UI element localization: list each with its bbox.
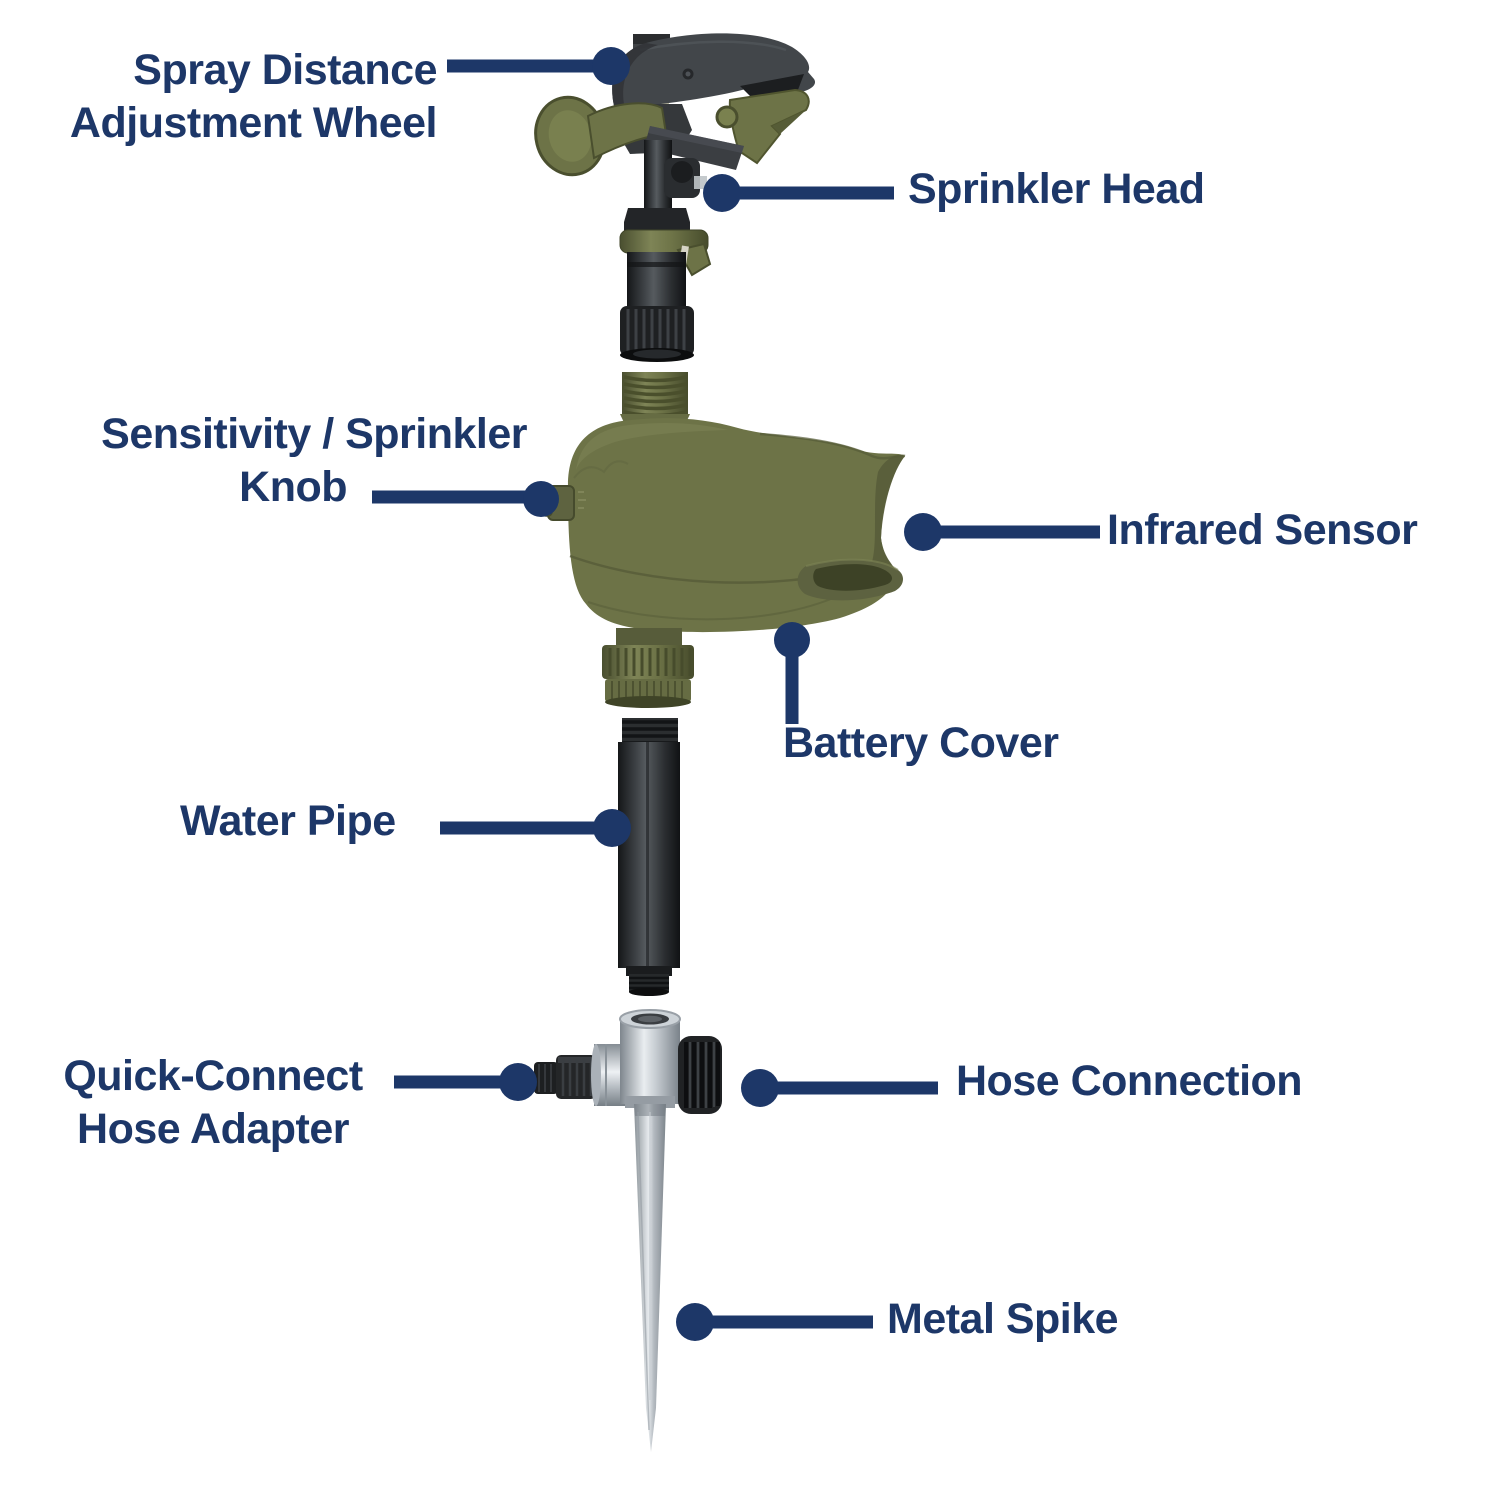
lower-ring-bottom	[605, 696, 691, 708]
label-water-pipe: Water Pipe	[180, 795, 396, 848]
body-emblem	[573, 460, 629, 479]
callout-sprinkler-head	[703, 174, 894, 212]
collar-ribs	[608, 648, 692, 676]
tee-threads	[638, 1015, 662, 1023]
brim-rim-highlight	[805, 558, 899, 571]
body-bottom-neck	[616, 628, 682, 647]
label-sensitivity-line2: Knob	[239, 463, 347, 511]
label-hose-connection: Hose Connection	[956, 1055, 1303, 1108]
label-quick-connect-line1: Quick-Connect	[63, 1052, 363, 1100]
pipe-seam	[646, 742, 649, 968]
label-quick-connect-line2: Hose Adapter	[77, 1105, 349, 1153]
knurl-lines	[626, 309, 686, 351]
label-battery-cover-text: Battery Cover	[783, 719, 1059, 767]
callout-water-pipe	[440, 809, 631, 847]
callout-infrared-sensor	[904, 513, 1100, 551]
callout-battery-cover	[774, 622, 810, 724]
lower-coupling	[627, 252, 686, 308]
chrome-collar-cap	[591, 1044, 601, 1106]
sensor-cowl-shade	[872, 454, 905, 570]
sprinkler-head-illustration	[534, 33, 816, 362]
label-hose-connection-text: Hose Connection	[956, 1057, 1303, 1105]
knob-ridges	[689, 1042, 715, 1108]
label-metal-spike: Metal Spike	[887, 1293, 1119, 1346]
callout-metal-spike	[676, 1303, 873, 1341]
label-infrared-sensor: Infrared Sensor	[1107, 504, 1418, 557]
body-seam-lower	[587, 595, 839, 621]
linkage-arm-highlight	[648, 126, 744, 153]
ribbed-collar	[602, 645, 694, 679]
coupling-band	[627, 262, 686, 267]
quick-connect-tip-ribs	[538, 1064, 552, 1092]
pipe-bottom-step	[626, 966, 672, 976]
trip-wheel	[671, 161, 693, 183]
linkage-pivot	[715, 105, 739, 129]
callout-hose-connection	[741, 1069, 938, 1107]
cowl-ridge	[759, 432, 906, 460]
callout-sensitivity-knob	[372, 481, 559, 517]
tee-cylinder	[620, 1018, 680, 1104]
callout-spray-distance	[447, 47, 630, 85]
pipe-bottom-end	[629, 988, 669, 996]
label-metal-spike-text: Metal Spike	[887, 1295, 1119, 1343]
spike-assembly-illustration	[534, 1009, 722, 1452]
battery-cover-inner	[813, 564, 893, 591]
label-sensitivity-line1: Sensitivity / Sprinkler	[101, 410, 527, 458]
callout-quick-connect	[394, 1063, 537, 1101]
label-sprinkler-head-text: Sprinkler Head	[908, 165, 1205, 213]
quick-connect-ribs	[561, 1058, 593, 1096]
water-pipe-illustration	[618, 718, 680, 996]
label-spray-distance-line1: Spray Distance	[133, 46, 437, 94]
spike-edge	[637, 1111, 650, 1431]
knob-ticks	[578, 491, 586, 509]
label-water-pipe-text: Water Pipe	[180, 797, 396, 845]
hammer-screw-center	[685, 71, 691, 77]
callouts	[372, 47, 1100, 1341]
deflector-notch	[772, 110, 806, 134]
body-top-highlight	[576, 422, 728, 470]
label-infrared-sensor-text: Infrared Sensor	[1107, 506, 1418, 554]
knob-grooves	[684, 1042, 720, 1108]
spike-top-shadow	[634, 1104, 666, 1116]
trip-clip	[694, 176, 707, 189]
hex-collar	[624, 208, 690, 232]
nut-bottom-inner	[633, 349, 681, 359]
label-spray-distance-line2: Adjustment Wheel	[69, 99, 438, 147]
main-body-illustration	[541, 372, 906, 708]
label-sprinkler-head: Sprinkler Head	[908, 163, 1205, 216]
hammer-ridge	[639, 40, 787, 52]
label-battery-cover: Battery Cover	[783, 717, 1059, 770]
label-sensitivity-sprinkler-knob: Sensitivity / Sprinkler Knob	[101, 408, 527, 514]
label-quick-connect-hose-adapter: Quick-Connect Hose Adapter	[45, 1050, 381, 1156]
label-spray-distance-adjustment-wheel: Spray Distance Adjustment Wheel	[69, 44, 438, 150]
lower-ring-ribs	[611, 681, 683, 699]
